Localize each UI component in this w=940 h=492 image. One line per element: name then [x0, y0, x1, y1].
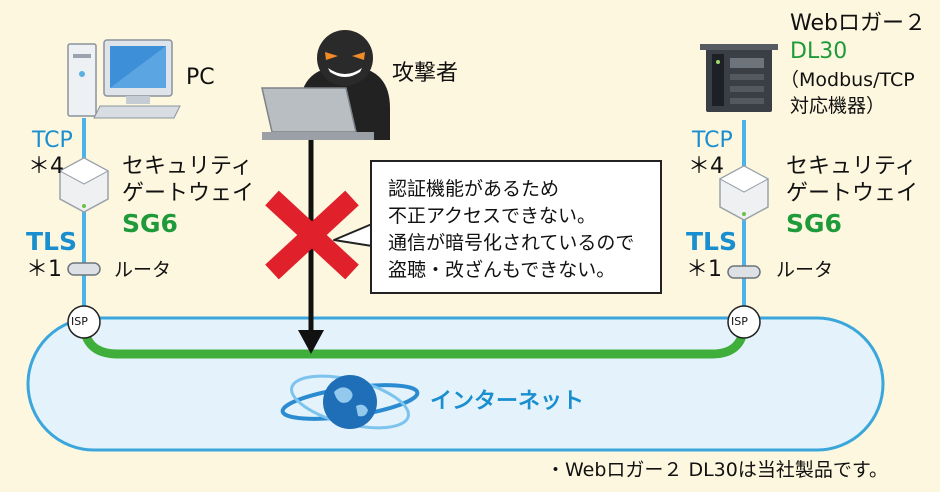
right-gateway-icon: [718, 165, 770, 221]
right-gateway-model: SG6: [786, 209, 842, 238]
bubble-line: 不正アクセスできない。: [388, 204, 597, 227]
attacker-label: 攻撃者: [392, 61, 459, 86]
attack-arrow-head: [298, 330, 324, 354]
right-router-icon: [727, 265, 761, 279]
right-isp-label: ISP: [731, 315, 748, 328]
right-tcp-label: TCP: [692, 128, 733, 153]
explanation-bubble: 認証機能があるため 不正アクセスできない。 通信が暗号化されているので 盗聴・改…: [370, 160, 662, 294]
right-tls-label: TLS: [686, 227, 737, 256]
left-tcp-label: TCP: [32, 128, 73, 153]
footnote: ・Webロガー２ DL30は当社製品です。: [546, 459, 888, 481]
left-router-label: ルータ: [114, 259, 172, 281]
device-line3: （Modbus/TCP: [780, 69, 915, 91]
left-tcp-note: ＊4: [28, 154, 64, 179]
internet-label: インターネット: [430, 389, 585, 414]
device-model: DL30: [790, 39, 848, 64]
right-gateway-line1: セキュリティ: [786, 154, 917, 179]
right-tcp-note: ＊4: [688, 154, 724, 179]
web-logger-icon: [700, 44, 778, 112]
globe-icon: [280, 374, 420, 430]
bubble-line: 盗聴・改ざんもできない。: [388, 258, 616, 281]
right-isp-node: [727, 305, 761, 339]
right-router-label: ルータ: [776, 259, 834, 281]
pc-icon: [67, 39, 181, 119]
tls-tunnel: [79, 317, 749, 359]
internet-cloud: [26, 316, 885, 452]
left-tls-note: ＊1: [26, 257, 62, 282]
pc-label: PC: [186, 65, 215, 90]
left-gateway-model: SG6: [122, 209, 178, 238]
left-isp-node: [67, 305, 101, 339]
left-gateway-line2: ゲートウェイ: [122, 181, 255, 206]
left-isp-label: ISP: [71, 315, 88, 328]
device-line1: Webロガー２: [790, 11, 926, 36]
right-gateway-line2: ゲートウェイ: [786, 181, 919, 206]
bubble-line: 認証機能があるため: [388, 178, 560, 200]
left-tls-label: TLS: [26, 227, 77, 256]
left-gateway-icon: [58, 157, 110, 213]
left-gateway-line1: セキュリティ: [122, 154, 253, 179]
attacker-icon: [261, 30, 390, 140]
right-tls-note: ＊1: [686, 257, 722, 282]
blocked-cross-icon: [265, 190, 359, 280]
left-router-icon: [67, 262, 101, 276]
bubble-line: 通信が暗号化されているので: [388, 231, 635, 254]
bubble-pointer: [333, 223, 373, 247]
device-line4: 対応機器）: [790, 95, 886, 117]
